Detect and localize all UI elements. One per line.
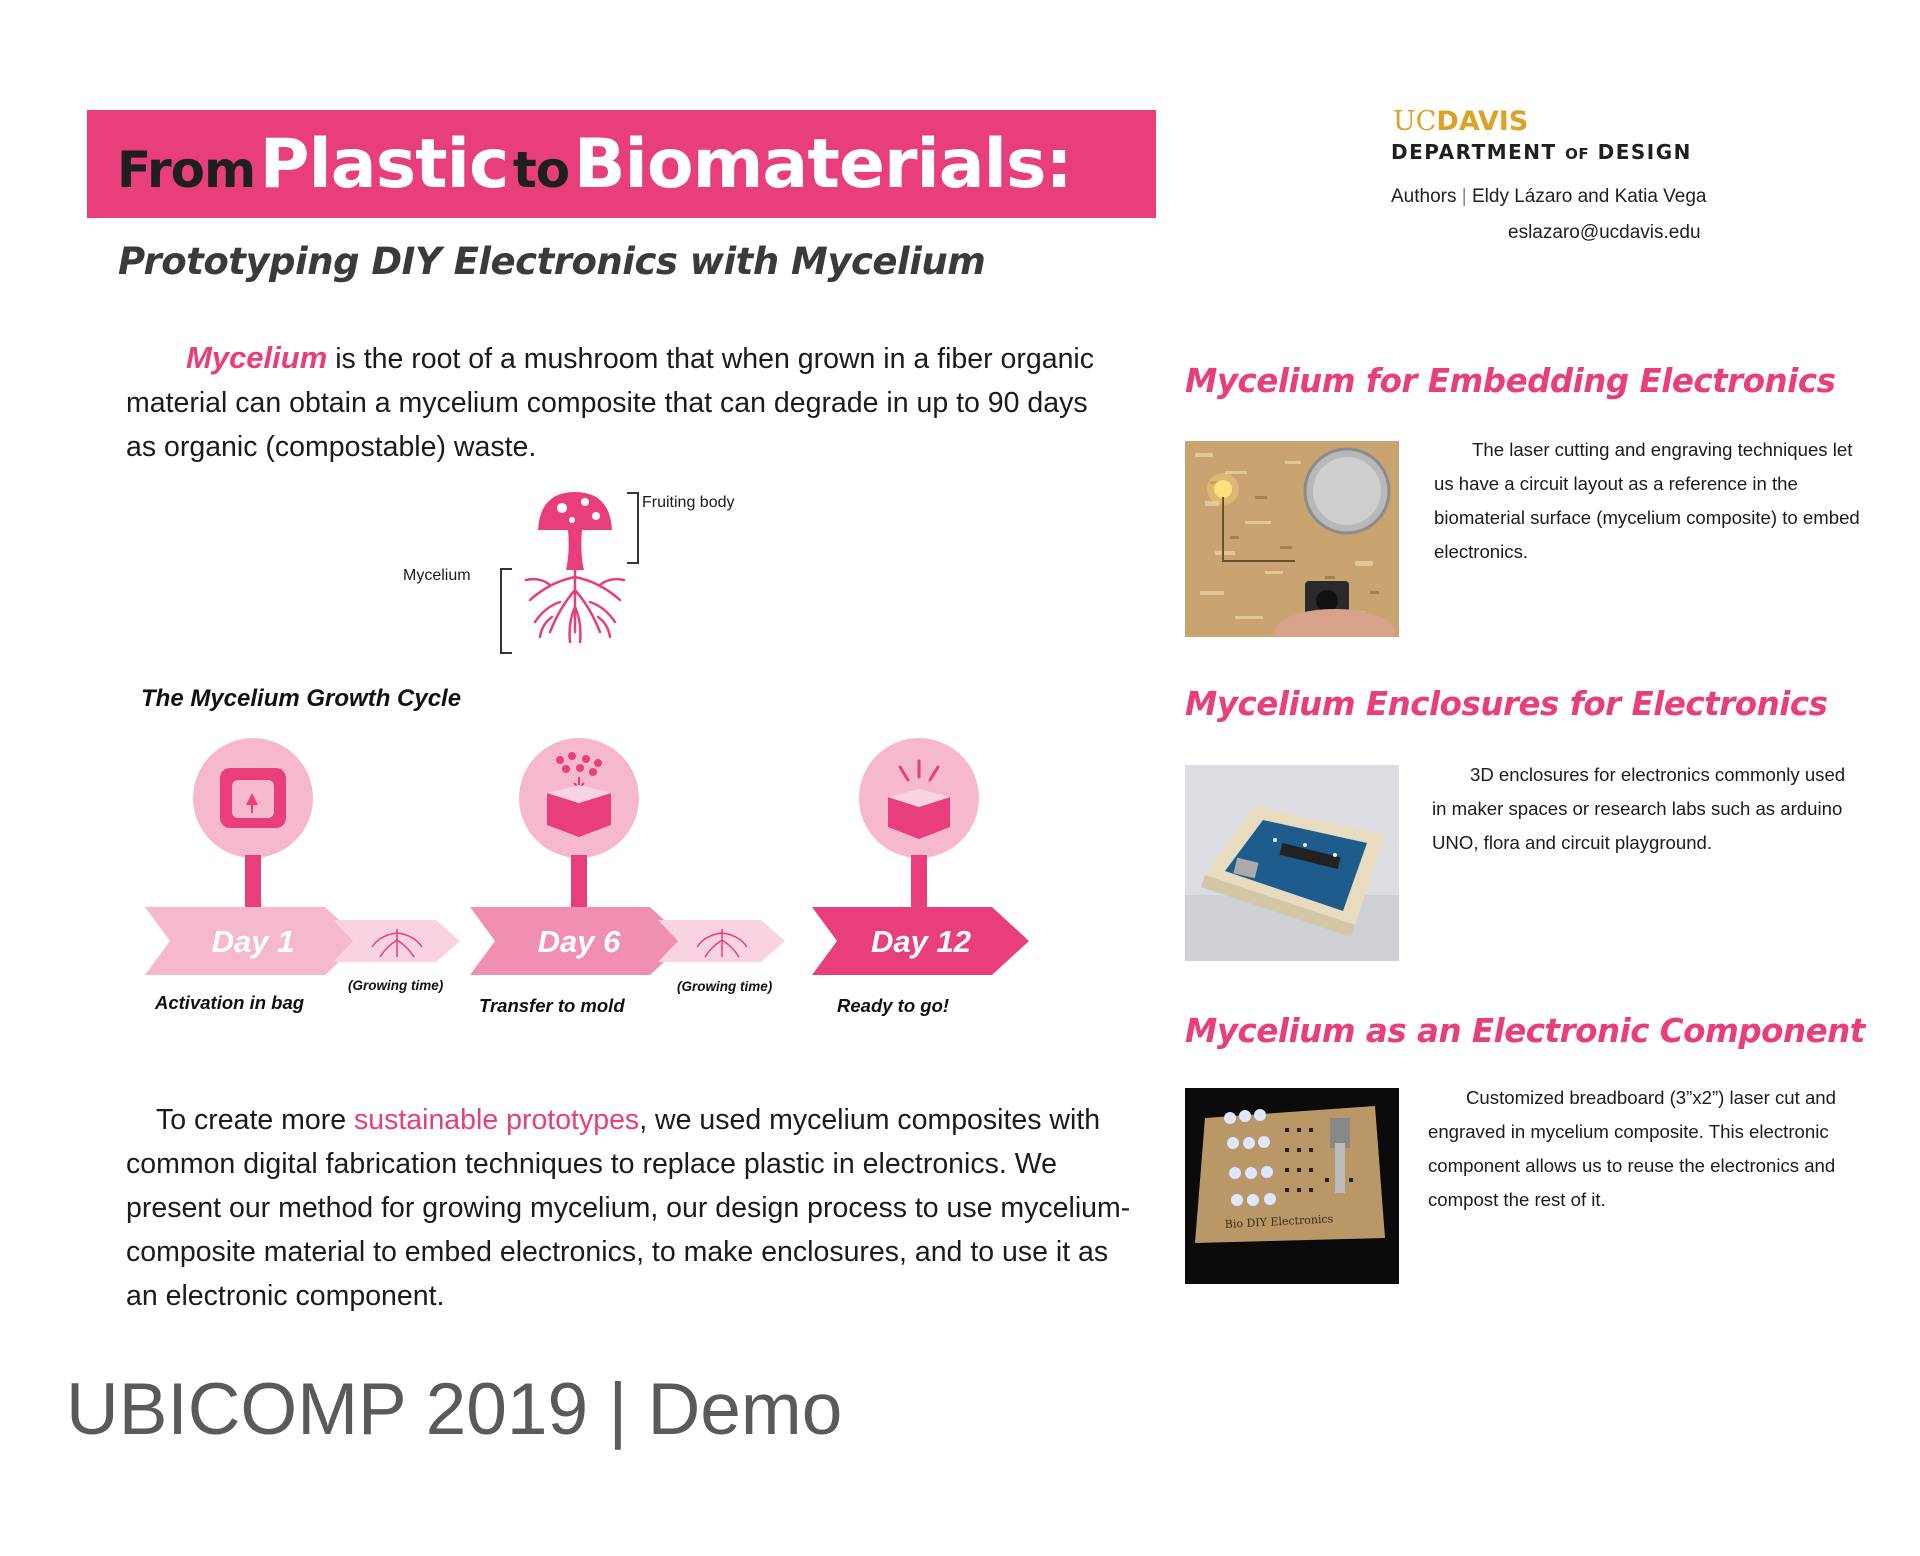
dept-prefix: DEPARTMENT: [1391, 140, 1557, 164]
sustainable-prototypes-highlight: sustainable prototypes: [354, 1104, 640, 1136]
section-embedding-text: The laser cutting and engraving techniqu…: [1434, 439, 1860, 562]
mycelium-mini-icon-1: [371, 929, 423, 958]
mycelium-label: Mycelium: [403, 567, 471, 584]
section-embedding-title: Mycelium for Embedding Electronics: [1185, 362, 1836, 400]
growth-cycle-title: The Mycelium Growth Cycle: [141, 685, 462, 712]
ready-box-icon: [888, 759, 950, 839]
day12-label: Day 12: [871, 924, 971, 959]
summary-after: , we used mycelium composites with commo…: [126, 1104, 1131, 1312]
growing-time-label-1: (Growing time): [348, 978, 444, 993]
day1-arrow: [145, 907, 362, 975]
mycelium-mini-icon-2: [696, 929, 748, 958]
section-enclosures-text: 3D enclosures for electronics commonly u…: [1432, 764, 1846, 853]
summary-paragraph: To create more sustainable prototypes, w…: [126, 1098, 1136, 1318]
summary-before: To create more: [156, 1104, 354, 1136]
fruiting-bracket: [627, 492, 639, 564]
section-component-text: Customized breadboard (3”x2”) laser cut …: [1428, 1087, 1836, 1210]
dept-suffix: DESIGN: [1597, 140, 1692, 164]
day12-caption: Ready to go!: [837, 995, 950, 1016]
title-word-to: to: [512, 140, 570, 199]
day6-arrow: [470, 907, 687, 975]
breadboard-engraving: Bio DIY Electronics: [1224, 1212, 1333, 1231]
mushroom-diagram: [524, 492, 626, 644]
day6-caption: Transfer to mold: [479, 995, 625, 1016]
photo-mycelium-breadboard: Bio DIY Electronics: [1185, 1088, 1399, 1284]
section-component-title: Mycelium as an Electronic Component: [1185, 1012, 1865, 1050]
mold-icon: [547, 752, 611, 837]
department-name: DEPARTMENT OF DESIGN: [1391, 140, 1692, 164]
conference-footer: UBICOMP 2019 | Demo: [66, 1369, 843, 1450]
subtitle: Prototyping DIY Electronics with Myceliu…: [118, 240, 986, 283]
intro-text: is the root of a mushroom that when grow…: [126, 343, 1095, 463]
bag-icon: [220, 768, 286, 828]
day6-label: Day 6: [538, 924, 621, 959]
logo-uc: UC: [1393, 106, 1437, 137]
logo-davis: DAVIS: [1436, 106, 1529, 137]
title-banner: From Plastic to Biomaterials:: [87, 110, 1156, 218]
ucdavis-logo: UCDAVIS: [1393, 106, 1528, 137]
authors-label: Authors: [1391, 186, 1457, 207]
title-word-plastic: Plastic: [259, 124, 510, 204]
day1-caption: Activation in bag: [155, 992, 305, 1013]
mycelium-bracket: [500, 568, 512, 654]
authors-line: Authors | Eldy Lázaro and Katia Vega: [1391, 186, 1707, 207]
growing-time-label-2: (Growing time): [677, 979, 773, 994]
section-enclosures-title: Mycelium Enclosures for Electronics: [1185, 685, 1828, 723]
growth-cycle-diagram: Day 1 Day 6 Day 12: [145, 738, 1029, 975]
author-email[interactable]: eslazaro@ucdavis.edu: [1508, 222, 1701, 243]
fruiting-body-label: Fruiting body: [642, 494, 735, 511]
day1-label: Day 1: [212, 924, 295, 959]
title-word-biomaterials: Biomaterials:: [573, 124, 1073, 204]
photo-arduino-enclosure: [1185, 765, 1399, 961]
title-line: From Plastic to Biomaterials:: [117, 124, 1073, 204]
photo-embedded-circuit: [1185, 441, 1399, 637]
day12-arrow: [812, 907, 1029, 975]
mycelium-term: Mycelium: [186, 340, 328, 375]
authors-names: Eldy Lázaro and Katia Vega: [1471, 186, 1707, 207]
intro-paragraph: Mycelium is the root of a mushroom that …: [126, 336, 1106, 469]
dept-of: OF: [1565, 145, 1590, 163]
title-word-from: From: [117, 140, 256, 199]
